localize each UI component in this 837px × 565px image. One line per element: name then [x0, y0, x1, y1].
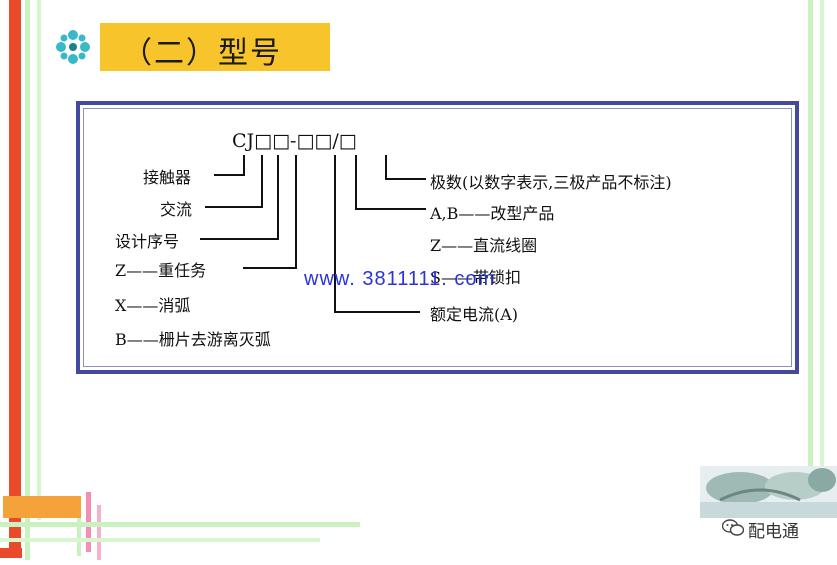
landscape-image	[700, 466, 837, 518]
bottom-green-stripe-2	[0, 538, 320, 542]
slide-title-box: （二）型号	[100, 23, 330, 71]
left-green-stripe-1	[25, 0, 30, 560]
left-green-stripe-2	[37, 0, 41, 520]
left-red-stripe	[9, 0, 21, 558]
label-design-number: 设计序号	[115, 232, 180, 251]
diagram-frame-inner	[83, 108, 792, 367]
model-code: CJ□□-□□/□	[232, 130, 357, 152]
label-rated-current: 额定电流(A)	[430, 305, 519, 324]
label-dc-coil: Z——直流线圈	[430, 236, 538, 255]
label-lock: S——带锁扣	[430, 268, 521, 287]
right-green-stripe-1	[808, 0, 813, 470]
slide-title: （二）型号	[122, 36, 282, 71]
leader-line-type	[355, 155, 426, 210]
leader-line-current	[334, 155, 420, 313]
bottom-orange-block	[3, 496, 81, 518]
bottom-green-stripe-1	[0, 522, 360, 527]
flower-bullet-icon	[56, 30, 90, 64]
diagram-frame	[76, 101, 799, 374]
right-green-stripe-2	[820, 0, 824, 470]
left-pink-stripe-2	[97, 505, 101, 560]
label-modified: A,B——改型产品	[430, 204, 555, 223]
label-arc-quench: X——消弧	[115, 296, 191, 315]
brand-badge[interactable]: 配电通	[722, 517, 822, 542]
label-heavy-duty: Z——重任务	[115, 261, 207, 280]
label-grid-arc: B——栅片去游离灭弧	[115, 330, 271, 349]
wechat-icon	[722, 519, 744, 536]
bottom-red-stripe	[0, 548, 22, 558]
brand-name: 配电通	[748, 522, 799, 542]
leader-line-heavy	[243, 155, 297, 269]
label-contactor: 接触器	[143, 168, 192, 187]
watermark-text: www. 3811111. com	[304, 268, 496, 290]
label-ac: 交流	[160, 200, 193, 219]
label-poles: 极数(以数字表示,三极产品不标注)	[430, 173, 672, 192]
leader-line-design	[200, 155, 279, 240]
leader-line-ac	[205, 155, 263, 208]
leader-line-poles	[385, 155, 426, 180]
leader-line-contactor	[214, 155, 245, 176]
